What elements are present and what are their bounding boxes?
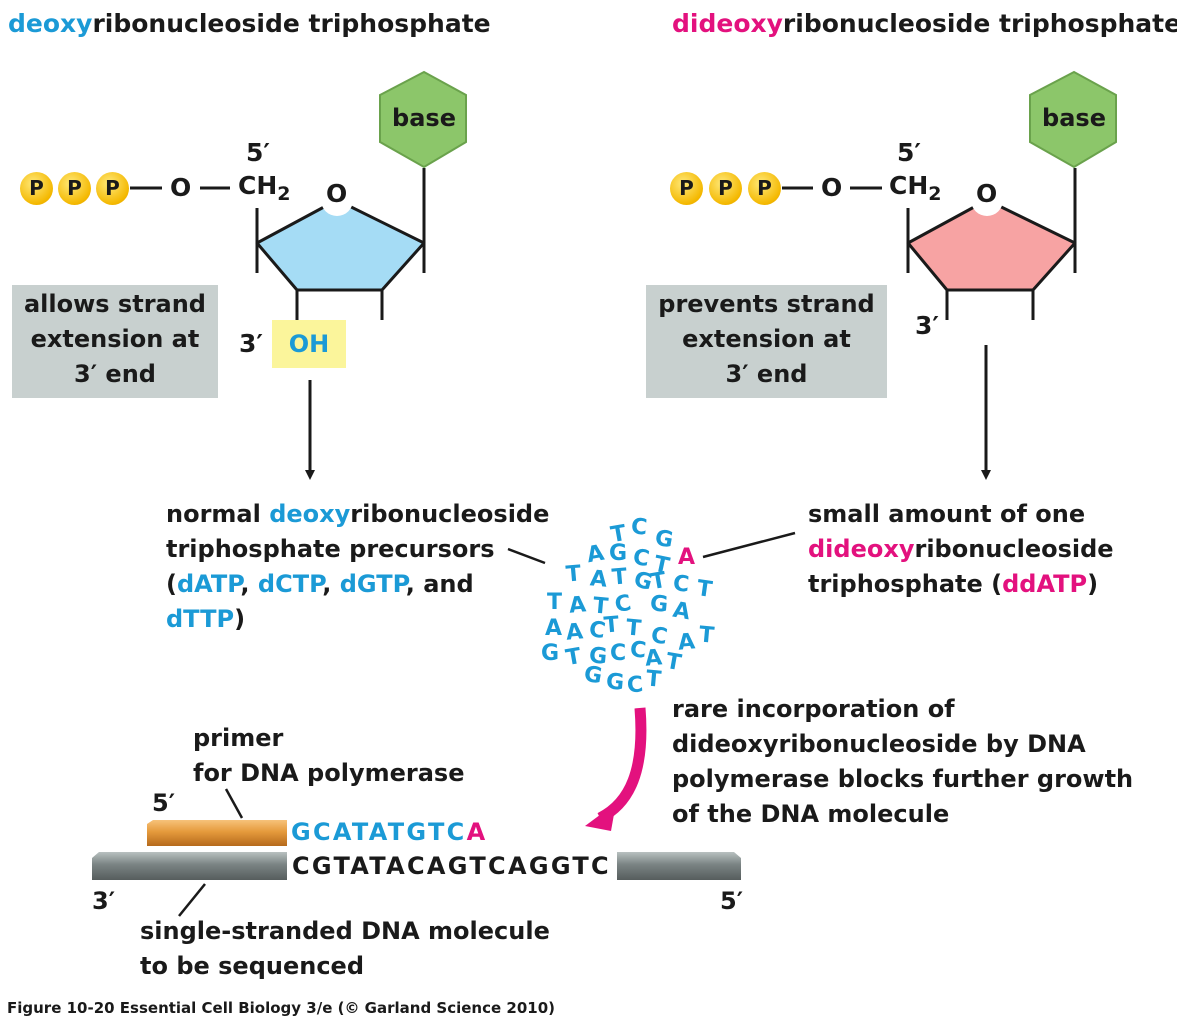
ddatp-pointer-line xyxy=(702,531,796,559)
nucleotide-letter: G xyxy=(541,641,560,666)
template-strand xyxy=(92,852,741,880)
left-link-oxygen: O xyxy=(170,173,192,202)
left-note-line: 3′ end xyxy=(74,360,156,388)
right-base-label: base xyxy=(1042,104,1106,132)
right-note-line: 3′ end xyxy=(725,360,808,388)
precursors-line-3: (dATP, dCTP, dGTP, and xyxy=(166,570,474,598)
nucleotide-letter: T xyxy=(697,622,716,649)
left-ring-oxygen: O xyxy=(326,179,348,208)
template-pointer-line xyxy=(178,883,206,917)
nucleotide-letter: T xyxy=(547,590,563,615)
left-title: deoxyribonucleoside triphosphate xyxy=(8,9,491,39)
phosphate-icon: P xyxy=(20,172,53,205)
nucleotide-letter: A xyxy=(567,592,588,619)
nucleotide-letter: A xyxy=(545,616,563,641)
incorporation-note: rare incorporation of dideoxyribonucleos… xyxy=(672,692,1133,832)
nucleotide-letter: G xyxy=(648,591,670,618)
left-base-label: base xyxy=(392,104,456,132)
template-sequence: CGTATACAGTCAGGTC xyxy=(292,852,611,880)
primer-pointer-line xyxy=(224,788,244,819)
template-label-line-1: single-stranded DNA molecule xyxy=(140,917,550,945)
left-ch2: CH2 xyxy=(238,171,291,209)
primer-label-line-1: primer xyxy=(193,724,284,752)
right-ch2-main: CH xyxy=(889,171,929,200)
right-note-line: prevents strand xyxy=(658,290,875,318)
left-base-hexagon xyxy=(379,70,467,169)
left-title-prefix: deoxy xyxy=(8,9,93,38)
nucleotide-letter: G xyxy=(604,669,626,696)
left-sugar-ring xyxy=(255,168,426,320)
left-five-prime: 5′ xyxy=(246,138,270,167)
phosphate-icon: P xyxy=(58,172,91,205)
right-title-rest: ribonucleoside triphosphate xyxy=(782,9,1177,38)
incorporation-arrow xyxy=(585,707,647,831)
ddatp-line-3: triphosphate (ddATP) xyxy=(808,570,1099,598)
primer-label: primer for DNA polymerase xyxy=(193,721,464,791)
right-title: dideoxyribonucleoside triphosphate xyxy=(672,9,1177,39)
template-label: single-stranded DNA molecule to be seque… xyxy=(140,914,550,984)
ddatp-line-1: small amount of one xyxy=(808,500,1086,528)
nucleotide-letter: A xyxy=(588,566,609,593)
primer-five-prime: 5′ xyxy=(152,789,176,817)
left-three-prime: 3′ xyxy=(239,329,263,358)
ddatp-letter: A xyxy=(678,545,696,570)
left-ch2-sub: 2 xyxy=(277,183,291,205)
incorporation-line: dideoxyribonucleoside by DNA xyxy=(672,730,1086,758)
template-label-line-2: to be sequenced xyxy=(140,952,365,980)
nucleotide-letter: T xyxy=(610,564,629,591)
right-link-oxygen: O xyxy=(821,173,843,202)
hydroxyl-group: OH xyxy=(272,320,346,368)
nucleotide-letter: C xyxy=(625,672,645,699)
left-title-rest: ribonucleoside triphosphate xyxy=(92,9,491,38)
left-note-box: allows strand extension at 3′ end xyxy=(12,285,218,398)
left-note-line: extension at xyxy=(30,325,200,353)
primer-strand xyxy=(147,820,287,846)
new-strand-sequence: GCATATGTCA xyxy=(291,818,488,846)
right-title-prefix: dideoxy xyxy=(672,9,783,38)
nucleotide-letter: T xyxy=(644,666,663,693)
precursors-line-2: triphosphate precursors xyxy=(166,535,495,563)
precursor-pointer-line xyxy=(507,547,546,565)
right-note-line: extension at xyxy=(682,325,851,353)
nucleotide-letter: C xyxy=(671,571,691,598)
nucleotide-letter: C xyxy=(629,514,649,541)
nucleotide-letter: C xyxy=(610,641,627,666)
right-ch2: CH2 xyxy=(889,171,942,209)
precursors-line-1: normal deoxyribonucleoside xyxy=(166,500,550,528)
incorporation-line: polymerase blocks further growth xyxy=(672,765,1134,793)
left-ch2-main: CH xyxy=(238,171,278,200)
primer-label-line-2: for DNA polymerase xyxy=(193,759,465,787)
right-five-prime: 5′ xyxy=(897,138,921,167)
right-three-prime: 3′ xyxy=(915,311,939,340)
nucleotide-letter: T xyxy=(602,612,621,639)
precursors-text: normal deoxyribonucleoside triphosphate … xyxy=(166,497,549,637)
right-ch2-sub: 2 xyxy=(928,183,942,205)
ddatp-line-2: dideoxyribonucleoside xyxy=(808,535,1114,563)
incorporation-line: rare incorporation of xyxy=(672,695,955,723)
phosphate-icon: P xyxy=(96,172,129,205)
phosphate-icon: P xyxy=(748,172,781,205)
phosphate-icon: P xyxy=(709,172,742,205)
right-sugar-ring xyxy=(906,168,1077,320)
ddatp-text: small amount of one dideoxyribonucleosid… xyxy=(808,497,1114,602)
nucleotide-letter: G xyxy=(609,541,628,566)
right-ring-oxygen: O xyxy=(976,179,998,208)
precursors-line-4: dTTP) xyxy=(166,605,246,633)
nucleotide-letter: A xyxy=(564,619,585,646)
nucleotide-letter: T xyxy=(564,561,583,588)
phosphate-icon: P xyxy=(670,172,703,205)
incorporation-line: of the DNA molecule xyxy=(672,800,950,828)
figure-caption: Figure 10-20 Essential Cell Biology 3/e … xyxy=(7,999,555,1017)
template-three-prime: 3′ xyxy=(92,887,116,915)
right-base-hexagon xyxy=(1029,70,1117,169)
template-five-prime: 5′ xyxy=(720,887,744,915)
right-note-box: prevents strand extension at 3′ end xyxy=(646,285,887,398)
left-note-line: allows strand xyxy=(23,290,206,318)
